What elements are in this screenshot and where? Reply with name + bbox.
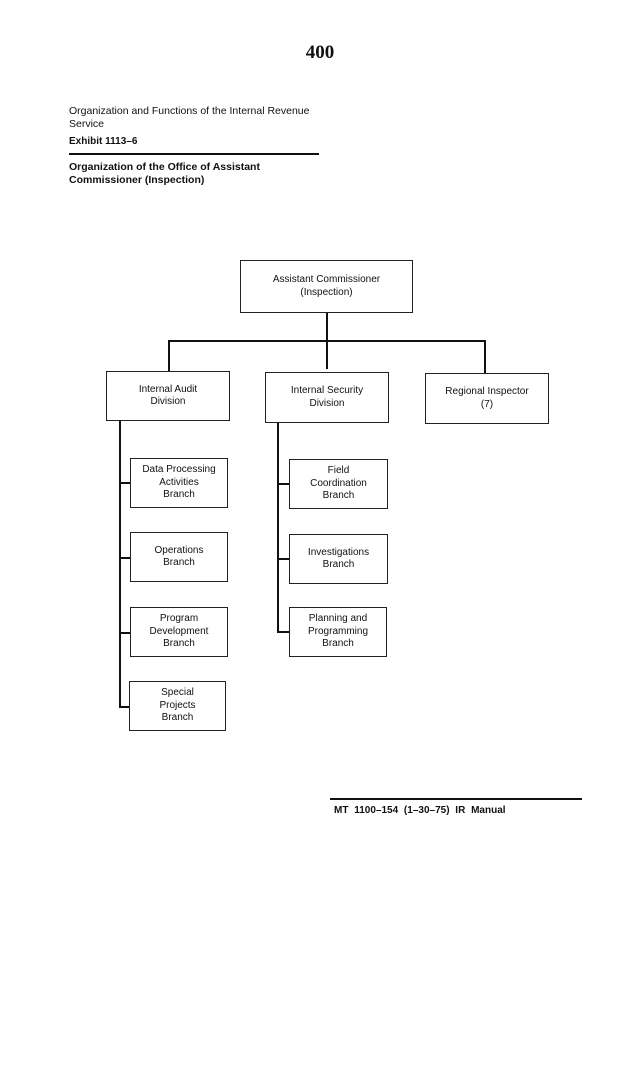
regional-inspector-box: Regional Inspector (7) xyxy=(425,373,549,424)
security-branch-connector xyxy=(277,558,290,560)
connector-regional-drop xyxy=(484,340,486,373)
audit-branch-connector xyxy=(119,557,131,559)
planning-and-programming-branch-box: Planning and Programming Branch xyxy=(289,607,387,657)
assistant-commissioner-box: Assistant Commissioner (Inspection) xyxy=(240,260,413,313)
audit-branch-connector xyxy=(119,482,131,484)
audit-spine xyxy=(119,421,121,708)
header-rule xyxy=(69,153,319,155)
connector-horizontal xyxy=(168,340,486,342)
connector-audit-drop xyxy=(168,340,170,371)
security-branch-connector xyxy=(277,483,290,485)
program-development-branch-box: Program Development Branch xyxy=(130,607,228,657)
page-number: 400 xyxy=(305,42,335,63)
footer-text: MT 1100–154 (1–30–75) IR Manual xyxy=(334,805,506,816)
exhibit-title: Organization of the Office of Assistant … xyxy=(69,161,260,186)
security-spine xyxy=(277,422,279,633)
footer-rule xyxy=(330,798,582,800)
document-header: Organization and Functions of the Intern… xyxy=(69,105,310,130)
data-processing-activities-branch-box: Data Processing Activities Branch xyxy=(130,458,228,508)
internal-audit-division-box: Internal Audit Division xyxy=(106,371,230,421)
exhibit-number: Exhibit 1113–6 xyxy=(69,136,138,147)
audit-branch-connector xyxy=(119,632,131,634)
operations-branch-box: Operations Branch xyxy=(130,532,228,582)
special-projects-branch-box: Special Projects Branch xyxy=(129,681,226,731)
audit-branch-connector xyxy=(119,706,130,708)
internal-security-division-box: Internal Security Division xyxy=(265,372,389,423)
investigations-branch-box: Investigations Branch xyxy=(289,534,388,584)
field-coordination-branch-box: Field Coordination Branch xyxy=(289,459,388,509)
security-branch-connector xyxy=(277,631,290,633)
